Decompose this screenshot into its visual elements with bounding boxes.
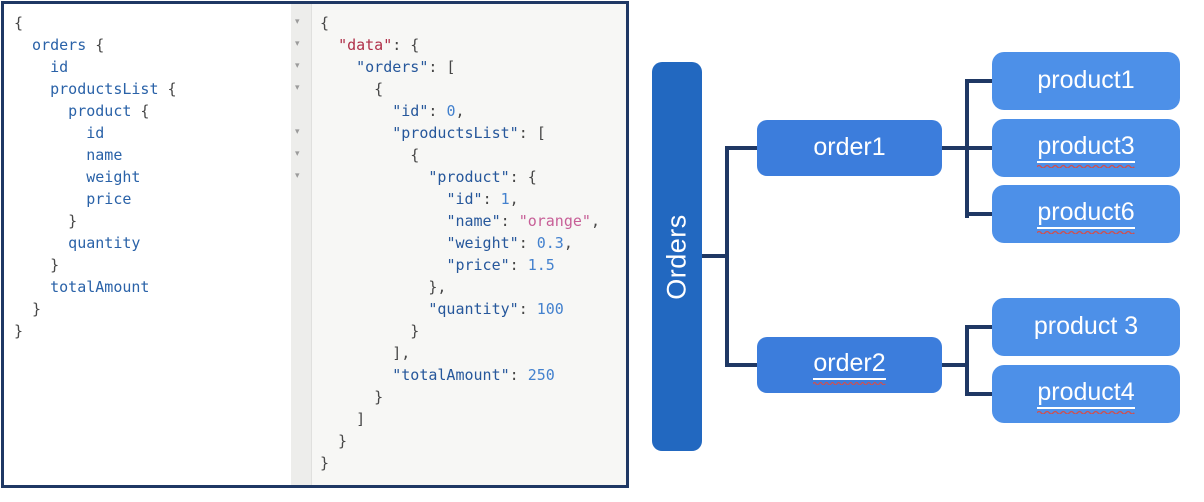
spellcheck-squiggle bbox=[813, 382, 886, 386]
fold-arrow-icon[interactable]: ▾ bbox=[295, 170, 300, 180]
code-line: "product": { bbox=[428, 168, 537, 186]
order1-node[interactable]: order1 bbox=[757, 120, 942, 176]
code-line: id bbox=[14, 58, 69, 76]
code-line: }, bbox=[320, 278, 447, 296]
code-line: { bbox=[320, 146, 420, 164]
code-line: "id": 0, bbox=[392, 102, 465, 120]
code-line: "weight": 0.3, bbox=[446, 234, 573, 252]
code-line: ], bbox=[320, 344, 411, 362]
graphql-query-panel: { orders { id productsList { product { i… bbox=[4, 4, 291, 485]
orders-root-label: Orders bbox=[661, 213, 692, 300]
product1-node[interactable]: product1 bbox=[992, 52, 1180, 110]
code-line: orders { bbox=[14, 36, 105, 54]
product1-label: product1 bbox=[1037, 66, 1135, 95]
code-line: "totalAmount": 250 bbox=[392, 366, 555, 384]
code-line: { bbox=[14, 14, 24, 32]
fold-arrow-icon[interactable]: ▾ bbox=[295, 38, 300, 48]
code-line: productsList { bbox=[14, 80, 177, 98]
product3-label: product3 bbox=[1037, 132, 1135, 169]
code-line: "productsList": [ bbox=[392, 124, 546, 142]
fold-gutter: ▾ ▾ ▾ ▾ ▾ ▾ ▾ bbox=[291, 4, 312, 485]
code-line: totalAmount bbox=[14, 278, 150, 296]
order2-node[interactable]: order2 bbox=[757, 337, 942, 393]
fold-arrow-icon[interactable]: ▾ bbox=[295, 126, 300, 136]
code-line: } bbox=[320, 432, 348, 450]
code-line: } bbox=[320, 454, 330, 472]
connector-line bbox=[729, 146, 757, 150]
code-line: { bbox=[320, 14, 330, 32]
json-response-panel: { "data": { "orders": [ { "id": 0, "prod… bbox=[312, 4, 626, 485]
code-line: } bbox=[14, 300, 42, 318]
spellcheck-squiggle bbox=[1037, 411, 1135, 415]
connector-line bbox=[702, 254, 729, 258]
code-line: "quantity": 100 bbox=[428, 300, 564, 318]
product3-node[interactable]: product3 bbox=[992, 119, 1180, 177]
connector-line bbox=[969, 392, 992, 396]
orders-root-node[interactable]: Orders bbox=[652, 62, 702, 451]
code-line: quantity bbox=[14, 234, 141, 252]
connector-line bbox=[725, 146, 729, 367]
fold-arrow-icon[interactable]: ▾ bbox=[295, 16, 300, 26]
connector-line bbox=[969, 325, 992, 329]
code-line: } bbox=[14, 322, 24, 340]
code-line: name bbox=[14, 146, 123, 164]
connector-line bbox=[969, 212, 992, 216]
code-line: } bbox=[320, 322, 420, 340]
connector-line bbox=[969, 146, 992, 150]
code-line: "data": { bbox=[338, 36, 420, 54]
code-line: ] bbox=[320, 410, 366, 428]
connector-line bbox=[942, 146, 969, 150]
spellcheck-squiggle bbox=[1037, 165, 1135, 169]
product-3-node[interactable]: product 3 bbox=[992, 298, 1180, 356]
fold-arrow-icon[interactable]: ▾ bbox=[295, 60, 300, 70]
code-line: } bbox=[14, 256, 60, 274]
code-line: id bbox=[14, 124, 105, 142]
code-line: "name": "orange", bbox=[446, 212, 600, 230]
connector-line bbox=[965, 79, 969, 218]
code-line: "id": 1, bbox=[446, 190, 519, 208]
code-panel: { orders { id productsList { product { i… bbox=[1, 1, 629, 488]
code-line: } bbox=[14, 212, 78, 230]
spellcheck-squiggle bbox=[1037, 231, 1135, 235]
code-line: "orders": [ bbox=[356, 58, 456, 76]
code-line: { bbox=[320, 80, 384, 98]
fold-arrow-icon[interactable]: ▾ bbox=[295, 148, 300, 158]
product6-node[interactable]: product6 bbox=[992, 185, 1180, 243]
connector-line bbox=[729, 363, 757, 367]
order2-label: order2 bbox=[813, 349, 886, 386]
product4-label: product4 bbox=[1037, 378, 1135, 415]
connector-line bbox=[969, 79, 992, 83]
code-line: price bbox=[14, 190, 132, 208]
product-3-label: product 3 bbox=[1033, 312, 1139, 341]
product6-label: product6 bbox=[1037, 198, 1135, 235]
code-line: "price": 1.5 bbox=[446, 256, 555, 274]
code-line: product { bbox=[14, 102, 150, 120]
order1-label: order1 bbox=[813, 133, 886, 162]
connector-line bbox=[965, 325, 969, 396]
connector-line bbox=[942, 363, 969, 367]
product4-node[interactable]: product4 bbox=[992, 365, 1180, 423]
fold-arrow-icon[interactable]: ▾ bbox=[295, 82, 300, 92]
code-line: weight bbox=[14, 168, 141, 186]
code-line: } bbox=[320, 388, 384, 406]
